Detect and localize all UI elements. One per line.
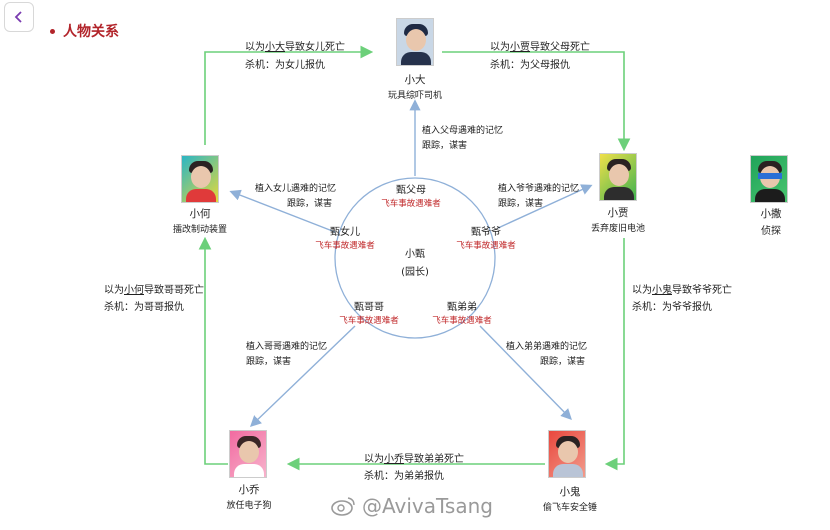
edge-top-right bbox=[442, 51, 631, 152]
implant-younger-line2: 跟踪，谋害 bbox=[540, 357, 586, 367]
center-role: (园长) bbox=[401, 267, 429, 278]
edge-top-right-label: 以为小贾导致父母死亡 bbox=[490, 42, 590, 53]
edge-right-motive: 杀机：为爷爷报仇 bbox=[632, 302, 712, 313]
watermark-text: @AvivaTsang bbox=[362, 494, 493, 518]
implant-brother-line2: 跟踪，谋害 bbox=[246, 357, 292, 367]
arrow-to-xiaoqiao bbox=[249, 325, 356, 427]
xiaohe-avatar bbox=[181, 155, 219, 203]
victim-daughter-tag: 飞车事故遇难者 bbox=[315, 241, 375, 251]
edge-top-left-label: 以为小大导致女儿死亡 bbox=[245, 42, 345, 53]
xiaojia-name: 小贾 bbox=[607, 207, 629, 219]
xiaoqiao-desc: 放任电子狗 bbox=[226, 501, 272, 511]
edge-left bbox=[198, 236, 228, 465]
victim-grandpa-tag: 飞车事故遇难者 bbox=[456, 241, 516, 251]
edge-top-left bbox=[204, 45, 374, 145]
section-title-text: 人物关系 bbox=[63, 24, 119, 40]
edge-bottom-label: 以为小乔导致弟弟死亡 bbox=[364, 454, 464, 465]
xiaoqiao-name: 小乔 bbox=[238, 484, 260, 496]
xiaosa-desc: 侦探 bbox=[761, 226, 781, 237]
implant-grandpa-line2: 跟踪，谋害 bbox=[498, 199, 544, 209]
victim-father-tag: 飞车事故遇难者 bbox=[381, 199, 441, 209]
edge-right-label: 以为小鬼导致爷爷死亡 bbox=[632, 285, 732, 296]
xiaoda-desc: 玩具综吓司机 bbox=[387, 91, 443, 101]
xiaoda-name: 小大 bbox=[404, 74, 426, 86]
xiaogui-desc: 偷飞车安全锤 bbox=[542, 503, 598, 513]
victims-circle bbox=[334, 177, 496, 339]
arrow-to-xiaogui bbox=[479, 325, 572, 421]
victim-younger-tag: 飞车事故遇难者 bbox=[432, 316, 492, 326]
xiaogui-name: 小鬼 bbox=[559, 486, 581, 498]
arrow-to-xiaojia bbox=[497, 184, 593, 229]
edge-top-left-motive: 杀机：为女儿报仇 bbox=[245, 60, 325, 71]
xiaoqiao-avatar bbox=[229, 430, 267, 478]
edge-top-right-motive: 杀机：为父母报仇 bbox=[490, 60, 570, 71]
xiaoda-avatar bbox=[396, 18, 434, 66]
edge-left-motive: 杀机：为哥哥报仇 bbox=[104, 302, 184, 313]
implant-father-line2: 跟踪，谋害 bbox=[422, 141, 468, 151]
arrow-to-xiaohe bbox=[229, 189, 336, 233]
chevron-left-icon bbox=[14, 11, 22, 23]
edge-bottom-motive: 杀机：为弟弟报仇 bbox=[364, 471, 444, 482]
implant-younger-line1: 植入弟弟遇难的记忆 bbox=[506, 342, 588, 352]
xiaojia-desc: 丢弃废旧电池 bbox=[590, 224, 646, 234]
center-name: 小甄 bbox=[405, 249, 425, 260]
victim-brother-name: 甄哥哥 bbox=[354, 302, 384, 313]
implant-daughter-line2: 跟踪，谋害 bbox=[287, 199, 333, 209]
edge-left-label: 以为小何导致哥哥死亡 bbox=[104, 285, 204, 296]
victim-younger-name: 甄弟弟 bbox=[447, 302, 477, 313]
victim-brother-tag: 飞车事故遇难者 bbox=[339, 316, 399, 326]
edge-right bbox=[604, 238, 625, 471]
implant-father-line1: 植入父母遇难的记忆 bbox=[422, 126, 504, 136]
xiaohe-name: 小何 bbox=[189, 208, 211, 220]
implant-brother-line1: 植入哥哥遇难的记忆 bbox=[246, 342, 328, 352]
xiaogui-avatar bbox=[548, 430, 586, 478]
bullet-dot bbox=[50, 28, 55, 34]
section-title: 人物关系 bbox=[50, 21, 119, 41]
weibo-icon bbox=[331, 497, 355, 516]
victim-grandpa-name: 甄爷爷 bbox=[471, 227, 501, 238]
xiaojia-avatar bbox=[599, 153, 637, 201]
xiaosa-avatar bbox=[750, 155, 788, 203]
victim-daughter-name: 甄女儿 bbox=[330, 227, 360, 238]
back-button[interactable] bbox=[4, 2, 34, 32]
victim-father-name: 甄父母 bbox=[396, 185, 426, 196]
xiaosa-name: 小撒 bbox=[760, 208, 782, 220]
implant-grandpa-line1: 植入爷爷遇难的记忆 bbox=[498, 184, 580, 194]
implant-daughter-line1: 植入女儿遇难的记忆 bbox=[255, 184, 337, 194]
xiaohe-desc: 擂改制动装置 bbox=[172, 225, 228, 235]
watermark: @AvivaTsang bbox=[330, 494, 493, 518]
